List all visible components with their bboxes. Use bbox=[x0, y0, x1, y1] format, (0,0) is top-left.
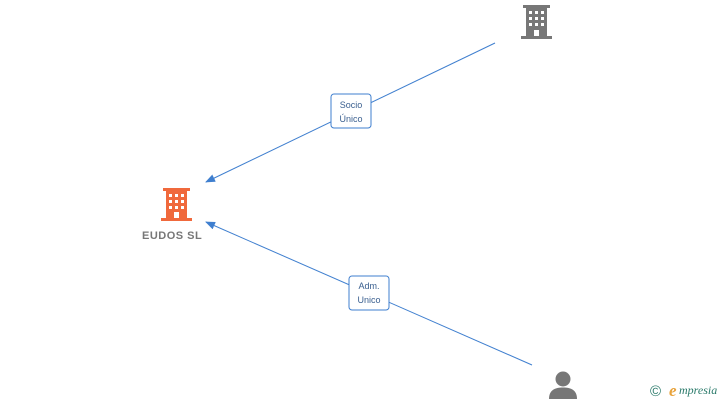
building-icon bbox=[521, 5, 552, 39]
building-icon bbox=[161, 188, 192, 221]
brand-logo-name: mpresia bbox=[679, 383, 717, 397]
brand-logo: © e mpresia bbox=[650, 381, 717, 400]
edge-label-adm-unico-line2: Unico bbox=[357, 295, 380, 305]
edge-label-adm-unico-line1: Adm. bbox=[358, 281, 379, 291]
node-administrator-person[interactable] bbox=[549, 371, 577, 400]
node-main-company[interactable]: EUDOS SL bbox=[142, 188, 202, 242]
brand-logo-e: e bbox=[669, 381, 677, 400]
edge-label-socio-unico[interactable]: Socio Único bbox=[330, 93, 372, 129]
copyright-symbol: © bbox=[650, 383, 661, 400]
node-label-main-company: EUDOS SL bbox=[142, 230, 202, 242]
edge-label-socio-unico-line2: Único bbox=[339, 114, 362, 124]
person-icon bbox=[549, 371, 577, 399]
node-shareholder-company[interactable] bbox=[521, 5, 552, 39]
edge-label-adm-unico[interactable]: Adm. Unico bbox=[348, 275, 390, 311]
edge-label-socio-unico-line1: Socio bbox=[340, 100, 363, 110]
